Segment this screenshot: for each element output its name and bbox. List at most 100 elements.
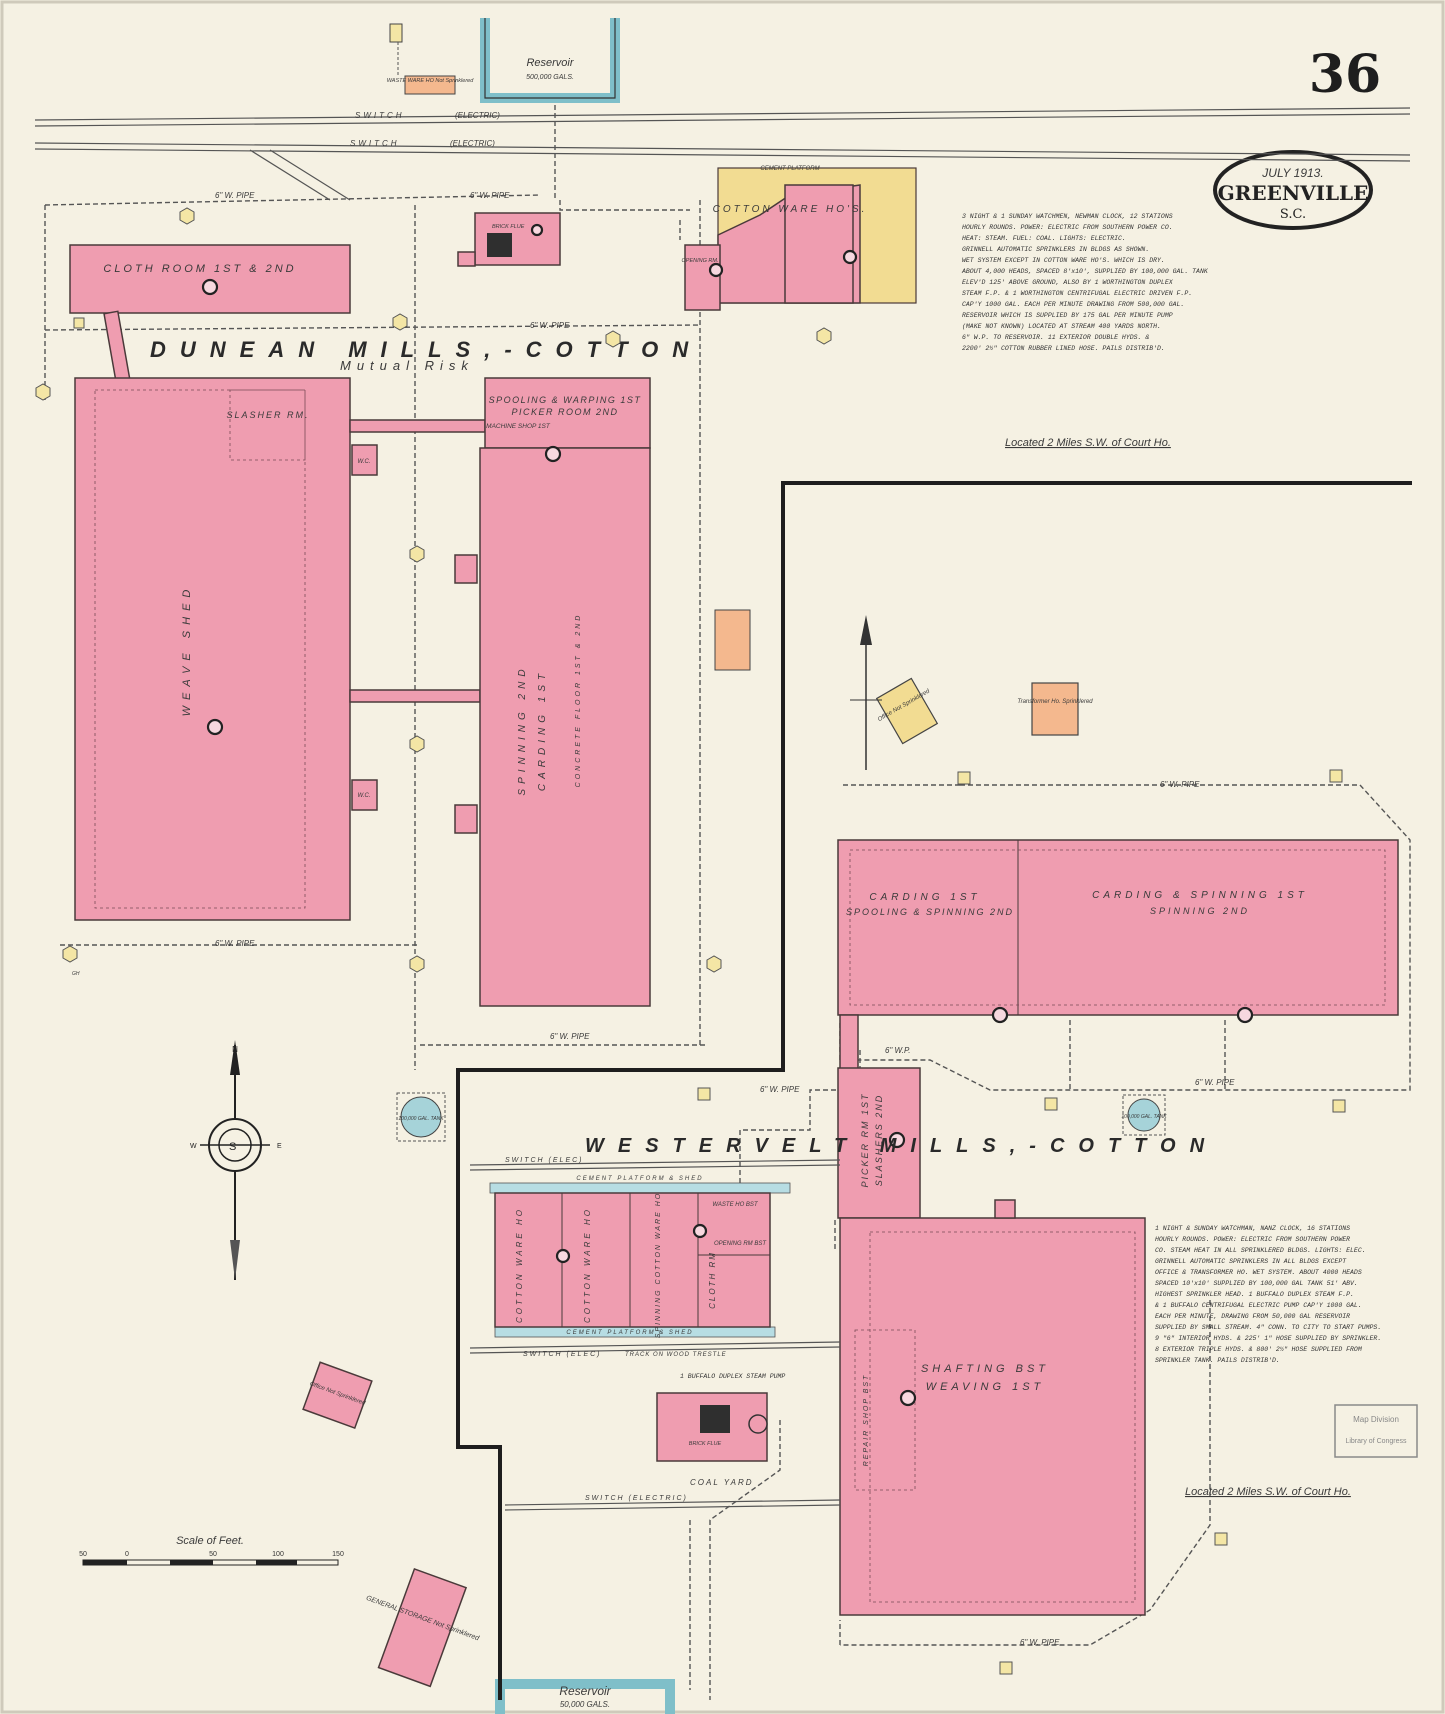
weave-shed: SLASHER RM. WEAVE SHED <box>74 377 351 921</box>
pipe-label-2: 6" W. PIPE <box>470 191 510 200</box>
sheet-state: S.C. <box>1280 207 1306 222</box>
switch-lower-label: SWITCH <box>350 139 400 148</box>
westervelt-picker-building: PICKER RM 1ST SLASHERS 2ND <box>837 1014 921 1219</box>
westervelt-note-11: 8 EXTERIOR TRIPLE HYDS. & 800' 2½" HOSE … <box>1155 1345 1362 1353</box>
city-badge: JULY 1913. GREENVILLE S.C. <box>1213 150 1373 230</box>
switch-west-label: SWITCH (ELEC) <box>505 1157 584 1164</box>
pipe-label-10: 6" W.P. <box>885 1046 911 1055</box>
repair-shop-label: REPAIR SHOP BST <box>863 1374 870 1467</box>
scale-tick-2: 50 <box>209 1551 217 1558</box>
brick-flue-label: BRICK FLUE <box>492 224 525 230</box>
compass-e: E <box>277 1143 282 1150</box>
duncan-note-12: 2200' 2½" COTTON RUBBER LINED HOSE. PAIL… <box>962 344 1165 352</box>
stamp-line-1: Map Division <box>1353 1415 1399 1424</box>
compass-w: W <box>190 1143 197 1150</box>
duncan-note: 3 NIGHT & 1 SUNDAY WATCHMEN, NEWMAN CLOC… <box>961 213 1209 449</box>
opening-rm-label: OPENING RM BST <box>714 1241 767 1247</box>
pipe-label-8: 6" W. PIPE <box>760 1085 800 1094</box>
westervelt-carding-building: CARDING 1ST SPOOLING & SPINNING 2ND CARD… <box>837 839 1399 1024</box>
railroad-tracks: SWITCH (ELECTRIC) SWITCH (ELECTRIC) <box>34 107 1411 201</box>
slashers-label: SLASHERS 2ND <box>874 1094 884 1187</box>
spooling-2-label: SPOOLING & SPINNING 2ND <box>846 907 1014 917</box>
page-number: 36 <box>1309 44 1381 105</box>
westervelt-note-4: OFFICE & TRANSFORMER HO. WET SYSTEM. ABO… <box>1155 1269 1362 1276</box>
sheet-city: GREENVILLE <box>1218 181 1369 205</box>
westervelt-note-9: SUPPLIED BY SMALL STREAM. 4" CONN. TO CI… <box>1155 1324 1381 1331</box>
platform-bottom-label: CEMENT PLATFORM & SHED <box>566 1330 693 1336</box>
switch-upper-label: SWITCH <box>355 111 405 120</box>
westervelt-note-12: SPRINKLER TANK. PAILS DISTRIB'D. <box>1155 1357 1280 1364</box>
coal-yard-label: COAL YARD <box>690 1478 754 1487</box>
carding-spinning-label: CARDING & SPINNING 1ST <box>1092 890 1308 901</box>
duncan-note-2: HEAT: STEAM. FUEL: COAL. LIGHTS: ELECTRI… <box>962 235 1126 242</box>
pipe-label-3: 6" W. PIPE <box>530 321 570 330</box>
westervelt-note-3: GRINNELL AUTOMATIC SPRINKLERS IN ALL BLD… <box>1155 1258 1347 1265</box>
spooling-label: SPOOLING & WARPING 1ST <box>489 395 642 405</box>
water-tanks: 100,000 GAL. TANK 100,000 GAL. TANK <box>396 1092 1167 1142</box>
cloth-rm-label: CLOTH RM <box>708 1251 717 1309</box>
westervelt-note-5: SPACED 10'x10' SUPPLIED BY 100,000 GAL T… <box>1155 1280 1358 1287</box>
transformer-label: Transformer Ho. Sprinklered <box>1017 699 1093 705</box>
duncan-cotton-ware-houses: COTTON WARE HO'S. OPENING RM. CEMENT PLA… <box>682 166 917 311</box>
westervelt-note: 1 NIGHT & SUNDAY WATCHMAN, NANZ CLOCK, 1… <box>1155 1225 1381 1498</box>
division-line <box>456 481 1412 1700</box>
spinning-label: SPINNING 2ND <box>517 664 528 795</box>
waste-ware-label: WASTE WARE HO Not Sprinklered <box>387 78 475 84</box>
duncan-note-7: STEAM F.P. & 1 WORTHINGTON CENTRIFUGAL E… <box>962 290 1192 297</box>
hydrant-label: GH <box>72 971 80 977</box>
pipe-label-1: 6" W. PIPE <box>215 191 255 200</box>
duncan-note-10: (MAKE NOT KNOWN) LOCATED AT STREAM 400 Y… <box>962 323 1161 330</box>
sheet-date: JULY 1913. <box>1261 166 1323 180</box>
scale-tick-3: 100 <box>272 1551 284 1558</box>
reservoir-top-capacity: 500,000 GALS. <box>526 74 574 81</box>
duncan-note-11: 6" W.P. TO RESERVOIR. 11 EXTERIOR DOUBLE… <box>962 334 1149 341</box>
duncan-note-4: WET SYSTEM EXCEPT IN COTTON WARE HO'S. W… <box>962 257 1165 264</box>
platform-top-label: CEMENT PLATFORM & SHED <box>576 1176 703 1182</box>
wc-label-1: W.C. <box>357 459 370 465</box>
westervelt-mill-name: WESTERVELT MILLS,-COTTON <box>585 1135 1218 1157</box>
library-stamp: Map Division Library of Congress <box>1334 1404 1418 1458</box>
pump-note: 1 BUFFALO DUPLEX STEAM PUMP <box>680 1373 785 1380</box>
picker-label: PICKER ROOM 2ND <box>511 407 618 417</box>
duncan-note-1: HOURLY ROUNDS. POWER: ELECTRIC FROM SOUT… <box>962 224 1173 231</box>
duncan-small-buildings: Office Not Sprinklered Transformer Ho. S… <box>714 609 1093 745</box>
duncan-mill-name: DUNEAN MILLS,-COTTON <box>150 337 702 362</box>
compass-rose: N S E W <box>190 1040 282 1280</box>
spinning-2-label: SPINNING 2ND <box>1150 906 1250 916</box>
westervelt-note-8: EACH PER MINUTE, DRAWING FROM 50,000 GAL… <box>1155 1313 1350 1320</box>
scale-tick-1: 0 <box>125 1551 129 1558</box>
boiler-house: BRICK FLUE <box>457 212 561 267</box>
switch-lower-type: (ELECTRIC) <box>450 139 495 148</box>
reservoir-bottom-title: Reservoir <box>559 1684 611 1698</box>
westervelt-boiler: BRICK FLUE 1 BUFFALO DUPLEX STEAM PUMP C… <box>504 1373 841 1511</box>
stamp-line-2: Library of Congress <box>1345 1438 1407 1445</box>
westervelt-note-10: 9 "6" INTERIOR HYDS. & 225' 1" HOSE SUPP… <box>1155 1335 1381 1342</box>
pipe-label-4: 6" W. PIPE <box>215 939 255 948</box>
compass-s: S <box>229 1141 236 1153</box>
cement-platform-label: CEMENT PLATFORM <box>760 166 819 172</box>
westervelt-note-7: & 1 BUFFALO CENTRIFUGAL ELECTRIC PUMP CA… <box>1155 1302 1362 1309</box>
switch-west-bottom-label: SWITCH (ELEC) <box>523 1351 602 1358</box>
scale-title: Scale of Feet. <box>176 1535 244 1547</box>
shafting-label: SHAFTING BST <box>921 1363 1049 1375</box>
duncan-note-5: ABOUT 4,000 HEADS, SPACED 8'x10', SUPPLI… <box>961 268 1209 275</box>
duncan-located: Located 2 Miles S.W. of Court Ho. <box>1005 437 1171 449</box>
westervelt-note-0: 1 NIGHT & SUNDAY WATCHMAN, NANZ CLOCK, 1… <box>1155 1225 1350 1232</box>
westervelt-small-buildings: Office Not Sprinklered GENERAL STORAGE N… <box>302 1361 481 1688</box>
hydrants: GH <box>35 207 1346 1675</box>
duncan-note-8: CAP'Y 1000 GAL. EACH PER MINUTE DRAWING … <box>962 301 1184 308</box>
cotton-ware-label: COTTON WARE HO'S. <box>713 204 868 215</box>
compass-n: N <box>232 1045 238 1054</box>
westervelt-note-2: CO. STEAM HEAT IN ALL SPRINKLERED BLDGS.… <box>1155 1247 1366 1254</box>
reservoir-bottom-capacity: 50,000 GALS. <box>560 1700 610 1709</box>
picker-rm-label: PICKER RM 1ST <box>860 1092 870 1187</box>
westervelt-tank-label: 100,000 GAL. TANK <box>1121 1114 1167 1120</box>
cloth-room: CLOTH ROOM 1ST & 2ND <box>69 244 351 384</box>
scale-tick-4: 150 <box>332 1551 344 1558</box>
duncan-note-0: 3 NIGHT & 1 SUNDAY WATCHMEN, NEWMAN CLOC… <box>962 213 1173 220</box>
pipe-label-5: 6" W. PIPE <box>550 1032 590 1041</box>
wc-label-2: W.C. <box>357 793 370 799</box>
westervelt-note-1: HOURLY ROUNDS. POWER: ELECTRIC FROM SOUT… <box>1155 1236 1350 1243</box>
